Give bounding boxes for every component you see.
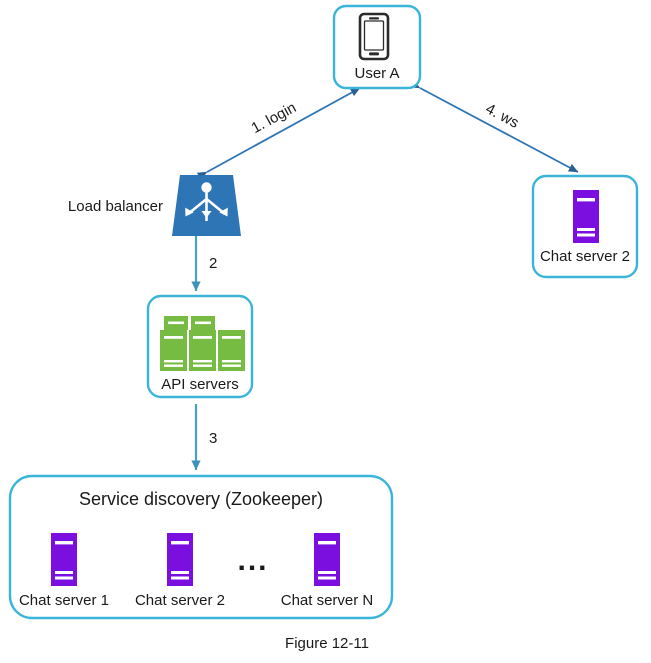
node-chat-server-1[interactable]: Chat server 1: [19, 533, 109, 609]
server-icon: [51, 533, 77, 586]
node-label-chat-server-2: Chat server 2: [135, 592, 225, 609]
node-chat-server-right[interactable]: Chat server 2: [531, 174, 639, 279]
node-label-chat-server-right: Chat server 2: [540, 248, 630, 265]
node-load-balancer[interactable]: [172, 175, 241, 236]
ellipsis-label: ...: [237, 544, 268, 577]
node-api-servers[interactable]: API servers: [146, 294, 254, 399]
edge-lb-to-api: 2: [191, 236, 217, 292]
node-chat-server-n[interactable]: Chat server N: [281, 533, 374, 609]
edge-api-to-discovery: 3: [191, 404, 217, 471]
figure-caption: Figure 12-11: [285, 635, 369, 652]
edge-label-3: 3: [209, 430, 217, 447]
node-label-api-servers: API servers: [161, 376, 239, 393]
node-user-a[interactable]: User A: [332, 4, 422, 90]
edge-label-ws: 4. ws: [483, 100, 522, 131]
server-icon: [314, 533, 340, 586]
service-discovery-title: Service discovery (Zookeeper): [79, 489, 323, 509]
node-label-user-a: User A: [354, 65, 399, 82]
node-label-chat-server-1: Chat server 1: [19, 592, 109, 609]
node-label-chat-server-n: Chat server N: [281, 592, 374, 609]
edge-label-login: 1. login: [249, 99, 300, 137]
smartphone-icon: [358, 12, 390, 61]
edge-label-2: 2: [209, 255, 217, 272]
node-chat-server-2[interactable]: Chat server 2: [135, 533, 225, 609]
edge-login: 1. login: [196, 87, 361, 181]
container-service-discovery: Service discovery (Zookeeper) Chat serve…: [8, 474, 394, 620]
server-icon: [573, 190, 599, 243]
node-label-load-balancer: Load balancer: [68, 198, 163, 215]
server-stack-icon: [160, 316, 245, 371]
load-balancer-icon: [185, 182, 228, 221]
edge-ws: 4. ws: [409, 79, 579, 173]
server-icon: [167, 533, 193, 586]
